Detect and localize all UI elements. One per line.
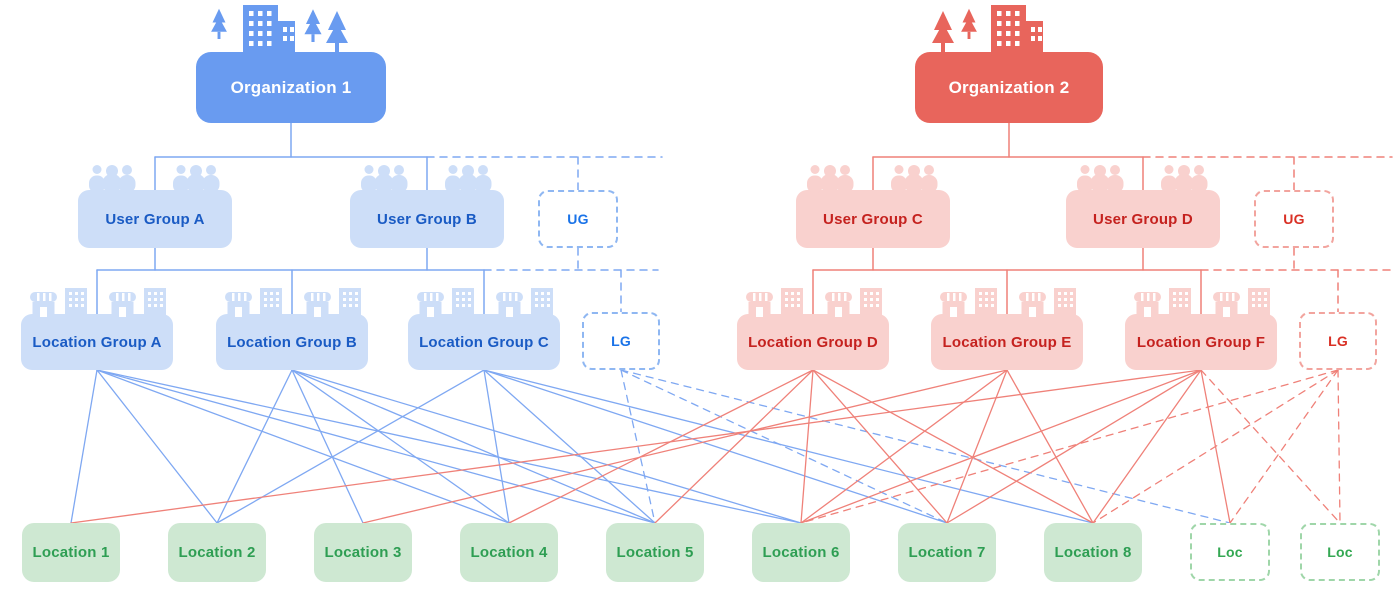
node-location-group-a: Location Group A xyxy=(21,288,173,370)
node-label: Location 1 xyxy=(32,544,110,561)
node-label: Location Group C xyxy=(419,333,549,351)
node-location-6: Location 6 xyxy=(752,523,850,582)
node-organization-2: Organization 2 xyxy=(915,5,1103,123)
connector-line xyxy=(946,369,1008,524)
connector-line xyxy=(620,369,948,524)
node-label: Location 8 xyxy=(1054,544,1132,561)
node-label: Organization 1 xyxy=(230,77,352,97)
node-label: UG xyxy=(1283,211,1305,227)
node-loc-ld2: Loc xyxy=(1300,523,1380,581)
node-location-4: Location 4 xyxy=(460,523,558,582)
connector-line xyxy=(483,369,510,524)
connector-line xyxy=(800,369,1008,524)
node-location-group-c: Location Group C xyxy=(408,288,560,370)
node-location-1: Location 1 xyxy=(22,523,120,582)
connector-line xyxy=(96,369,218,524)
connector-line xyxy=(96,369,510,524)
node-label: Location Group E xyxy=(942,333,1072,351)
connector-line xyxy=(812,369,1094,524)
node-label: Location 3 xyxy=(324,544,402,561)
connector-line xyxy=(96,369,802,524)
connector-line xyxy=(508,369,814,524)
node-lg-lgdr: LG xyxy=(1299,312,1377,370)
connector-line xyxy=(800,369,1339,524)
node-location-group-f: Location Group F xyxy=(1125,288,1277,370)
connector-line xyxy=(1229,369,1339,524)
node-location-group-b: Location Group B xyxy=(216,288,368,370)
connector-line xyxy=(1006,369,1094,524)
node-label: LG xyxy=(1328,333,1348,349)
connector-line xyxy=(1337,369,1341,524)
connector-line xyxy=(216,369,293,524)
node-location-3: Location 3 xyxy=(314,523,412,582)
node-user-group-c: User Group C xyxy=(796,165,950,248)
node-user-group-d: User Group D xyxy=(1066,165,1220,248)
connector-line xyxy=(1092,369,1339,524)
node-label: User Group D xyxy=(1093,210,1193,228)
connector-line xyxy=(946,369,1202,524)
node-label: Location 6 xyxy=(762,544,840,561)
connector-line xyxy=(291,369,802,524)
connector-line xyxy=(70,369,1202,524)
node-label: Location Group A xyxy=(32,333,162,351)
node-location-7: Location 7 xyxy=(898,523,996,582)
node-location-group-d: Location Group D xyxy=(737,288,889,370)
node-label: Location Group B xyxy=(227,333,357,351)
node-label: Location Group F xyxy=(1136,333,1266,351)
node-label: LG xyxy=(611,333,631,349)
node-label: Location Group D xyxy=(748,333,878,351)
connector-line xyxy=(800,369,1202,524)
node-organization-1: Organization 1 xyxy=(196,5,386,123)
connector-line xyxy=(654,369,814,524)
node-user-group-b: User Group B xyxy=(350,165,504,248)
node-label: Location 4 xyxy=(470,544,548,561)
node-label: Location 2 xyxy=(178,544,256,561)
connector-line xyxy=(1200,369,1341,524)
node-label: User Group C xyxy=(823,210,923,228)
connector-line xyxy=(1092,369,1202,524)
node-location-group-e: Location Group E xyxy=(931,288,1083,370)
connector-line xyxy=(291,369,364,524)
node-label: Organization 2 xyxy=(948,77,1070,97)
connector-line xyxy=(483,369,656,524)
node-label: Loc xyxy=(1217,544,1243,560)
connector-line xyxy=(291,369,656,524)
node-location-8: Location 8 xyxy=(1044,523,1142,582)
connector-line xyxy=(800,369,814,524)
node-label: Loc xyxy=(1327,544,1353,560)
connector-line xyxy=(291,369,510,524)
node-label: User Group A xyxy=(105,210,205,228)
node-loc-ld1: Loc xyxy=(1190,523,1270,581)
node-lg-lgdb: LG xyxy=(582,312,660,370)
connector-line xyxy=(812,369,948,524)
node-label: Location 7 xyxy=(908,544,986,561)
connector-line xyxy=(70,369,98,524)
node-label: Location 5 xyxy=(616,544,694,561)
connector-line xyxy=(362,369,1008,524)
node-user-group-a: User Group A xyxy=(78,165,232,248)
connector-line xyxy=(483,369,948,524)
node-label: User Group B xyxy=(377,210,477,228)
node-ug-ugdb: UG xyxy=(538,190,618,248)
node-label: UG xyxy=(567,211,589,227)
connector-line xyxy=(216,369,485,524)
node-ug-ugdr: UG xyxy=(1254,190,1334,248)
connector-line xyxy=(620,369,1231,524)
connector-line xyxy=(483,369,1094,524)
node-location-5: Location 5 xyxy=(606,523,704,582)
connector-line xyxy=(96,369,656,524)
node-location-2: Location 2 xyxy=(168,523,266,582)
